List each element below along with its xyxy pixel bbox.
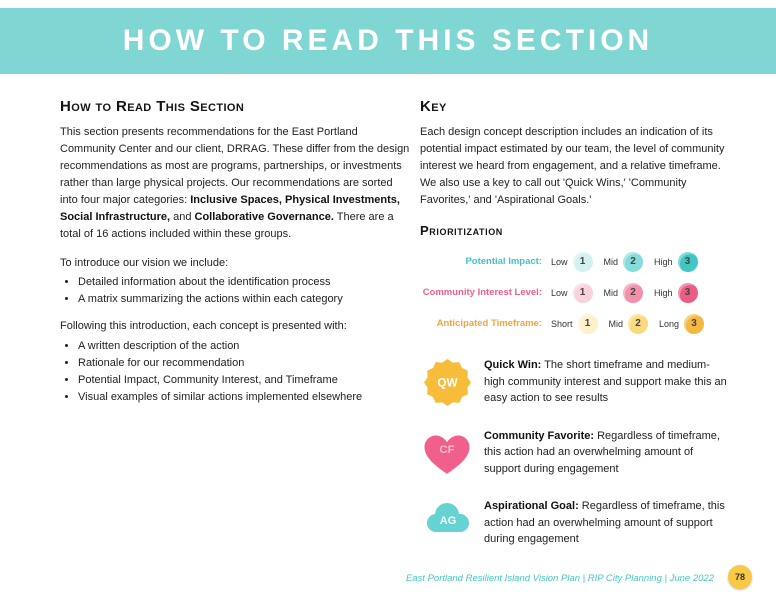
bullet-item: Detailed information about the identific… bbox=[78, 274, 412, 291]
community-favorite-icon-letters: CF bbox=[439, 444, 454, 456]
quick-win-icon-letters: QW bbox=[437, 377, 458, 390]
aspirational-goal-icon-letters: AG bbox=[440, 515, 457, 527]
key-section-heading: Key bbox=[420, 98, 447, 115]
level-name: Long bbox=[659, 318, 680, 329]
page-banner: How to Read This Section bbox=[0, 8, 776, 74]
level-mid: Mid 2 bbox=[603, 282, 644, 303]
level-circle: 2 bbox=[623, 251, 644, 272]
level-name: Mid bbox=[603, 287, 619, 298]
level-name: Mid bbox=[608, 318, 624, 329]
key-item-community-favorite: CF Community Favorite: Regardless of tim… bbox=[420, 428, 730, 478]
aspirational-goal-cloud-icon: AG bbox=[420, 500, 474, 536]
level-low: Low 1 bbox=[551, 251, 593, 272]
bullet-item: A written description of the action bbox=[78, 338, 412, 355]
level-mid: Mid 2 bbox=[603, 251, 644, 272]
quick-win-seal-icon: QW bbox=[420, 359, 474, 407]
prioritization-row-community-interest: Community Interest Level: Low 1 Mid 2 Hi… bbox=[420, 277, 730, 308]
level-name: Low bbox=[551, 256, 568, 267]
level-circle: 2 bbox=[623, 282, 644, 303]
paragraph-segment: This section presents recommendations fo… bbox=[60, 126, 410, 207]
page-number-badge: 78 bbox=[728, 565, 752, 589]
intro-bullet-list: Detailed information about the identific… bbox=[60, 274, 412, 308]
level-low: Low 1 bbox=[551, 282, 593, 303]
key-item-text: Community Favorite: Regardless of timefr… bbox=[484, 428, 730, 478]
level-name: High bbox=[654, 256, 673, 267]
key-item-description: The short timeframe and medium-high comm… bbox=[484, 359, 727, 405]
level-name: Short bbox=[551, 318, 573, 329]
paragraph-segment-bold: Inclusive Spaces, Physical Investments, … bbox=[60, 194, 400, 224]
level-circle: 3 bbox=[677, 251, 698, 272]
right-column: Key Each design concept description incl… bbox=[420, 98, 730, 569]
level-name: High bbox=[654, 287, 673, 298]
footer-citation: East Portland Resilient Island Vision Pl… bbox=[405, 573, 714, 584]
paragraph-segment-bold: Collaborative Governance. bbox=[194, 211, 334, 224]
key-item-label: Community Favorite: bbox=[484, 429, 595, 442]
following-lead-line: Following this introduction, each concep… bbox=[60, 320, 347, 333]
paragraph-segment: and bbox=[170, 211, 195, 224]
left-intro-paragraph: This section presents recommendations fo… bbox=[60, 124, 412, 243]
level-circle: 2 bbox=[628, 313, 649, 334]
level-name: Low bbox=[551, 287, 568, 298]
level-high: High 3 bbox=[654, 282, 698, 303]
prioritization-row-anticipated-timeframe: Anticipated Timeframe: Short 1 Mid 2 Lon… bbox=[420, 308, 730, 339]
level-circle: 1 bbox=[572, 282, 593, 303]
level-high: High 3 bbox=[654, 251, 698, 272]
level-long: Long 3 bbox=[659, 313, 705, 334]
intro-lead-line: To introduce our vision we include: bbox=[60, 257, 229, 270]
prioritization-row-potential-impact: Potential Impact: Low 1 Mid 2 High 3 bbox=[420, 246, 730, 277]
banner-title: How to Read This Section bbox=[122, 24, 654, 57]
bullet-item: Rationale for our recommendation bbox=[78, 355, 412, 372]
community-favorite-heart-icon: CF bbox=[420, 430, 474, 476]
prioritization-heading: Prioritization bbox=[420, 223, 503, 239]
key-legend-list: QW Quick Win: The short timeframe and me… bbox=[420, 357, 730, 548]
level-circle: 1 bbox=[572, 251, 593, 272]
bullet-item: A matrix summarizing the actions within … bbox=[78, 291, 412, 308]
key-item-description: Regardless of timeframe, this action had… bbox=[484, 429, 720, 475]
level-name: Mid bbox=[603, 256, 619, 267]
level-short: Short 1 bbox=[551, 313, 598, 334]
bullet-item: Visual examples of similar actions imple… bbox=[78, 389, 412, 406]
key-item-quick-win: QW Quick Win: The short timeframe and me… bbox=[420, 357, 730, 407]
key-item-label: Aspirational Goal: bbox=[484, 500, 579, 513]
key-intro-paragraph: Each design concept description includes… bbox=[420, 126, 725, 207]
key-item-label: Quick Win: bbox=[484, 359, 542, 372]
paragraph-segment: There are a total of 16 actions included… bbox=[60, 211, 394, 241]
left-column: How to Read This Section This section pr… bbox=[60, 98, 412, 416]
level-circle: 3 bbox=[677, 282, 698, 303]
following-bullet-list: A written description of the action Rati… bbox=[60, 338, 412, 406]
key-item-description: Regardless of timeframe, this action had… bbox=[484, 500, 725, 546]
key-item-text: Aspirational Goal: Regardless of timefra… bbox=[484, 498, 730, 548]
key-item-aspirational-goal: AG Aspirational Goal: Regardless of time… bbox=[420, 498, 730, 548]
left-section-heading: How to Read This Section bbox=[60, 98, 245, 115]
level-circle: 1 bbox=[577, 313, 598, 334]
row-label: Community Interest Level: bbox=[422, 287, 542, 299]
bullet-item: Potential Impact, Community Interest, an… bbox=[78, 372, 412, 389]
level-mid: Mid 2 bbox=[608, 313, 649, 334]
level-circle: 3 bbox=[684, 313, 705, 334]
row-label: Potential Impact: bbox=[465, 256, 542, 268]
row-label: Anticipated Timeframe: bbox=[436, 318, 542, 330]
key-item-text: Quick Win: The short timeframe and mediu… bbox=[484, 357, 730, 407]
